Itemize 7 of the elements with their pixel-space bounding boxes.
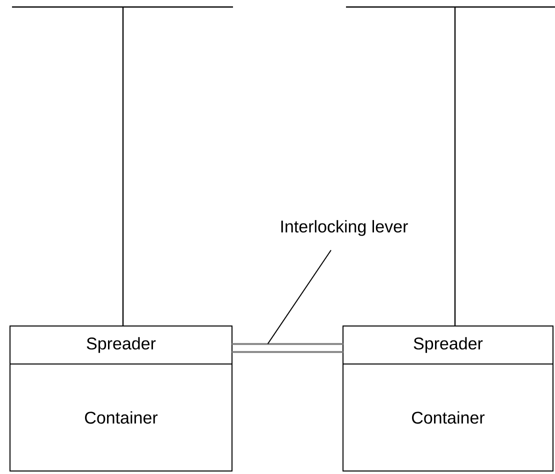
- lever-label: Interlocking lever: [281, 220, 408, 236]
- container-box: Container: [10, 364, 232, 472]
- spreader-box: Spreader: [10, 326, 232, 364]
- interlocking-lever: [232, 343, 343, 353]
- spreader-box: Spreader: [342, 326, 554, 364]
- leader-line: [267, 250, 332, 344]
- container-box: Container: [342, 364, 554, 472]
